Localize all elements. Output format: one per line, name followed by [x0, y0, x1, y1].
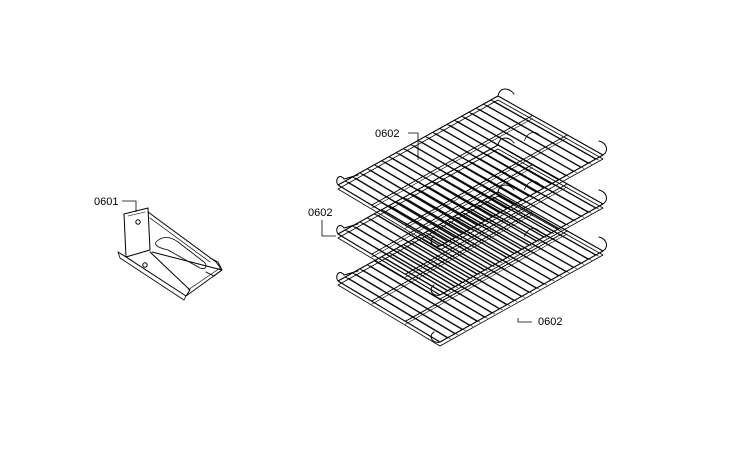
callout-0602-middle: 0602: [308, 207, 332, 219]
leader-rack-bottom: [517, 318, 532, 323]
callout-0602-bottom: 0602: [538, 316, 562, 328]
leader-rack-mid: [321, 220, 336, 237]
bracket-part: [117, 207, 223, 301]
callout-0601: 0601: [94, 196, 118, 208]
leader-lines: [122, 132, 532, 323]
callout-labels: 0601 0602 0602 0602: [94, 128, 562, 328]
oven-rack-bottom: [336, 184, 607, 347]
leader-bracket: [122, 200, 137, 212]
oven-rack-middle: [336, 137, 607, 300]
callout-0602-top: 0602: [375, 128, 399, 140]
leader-rack-top: [408, 132, 419, 160]
